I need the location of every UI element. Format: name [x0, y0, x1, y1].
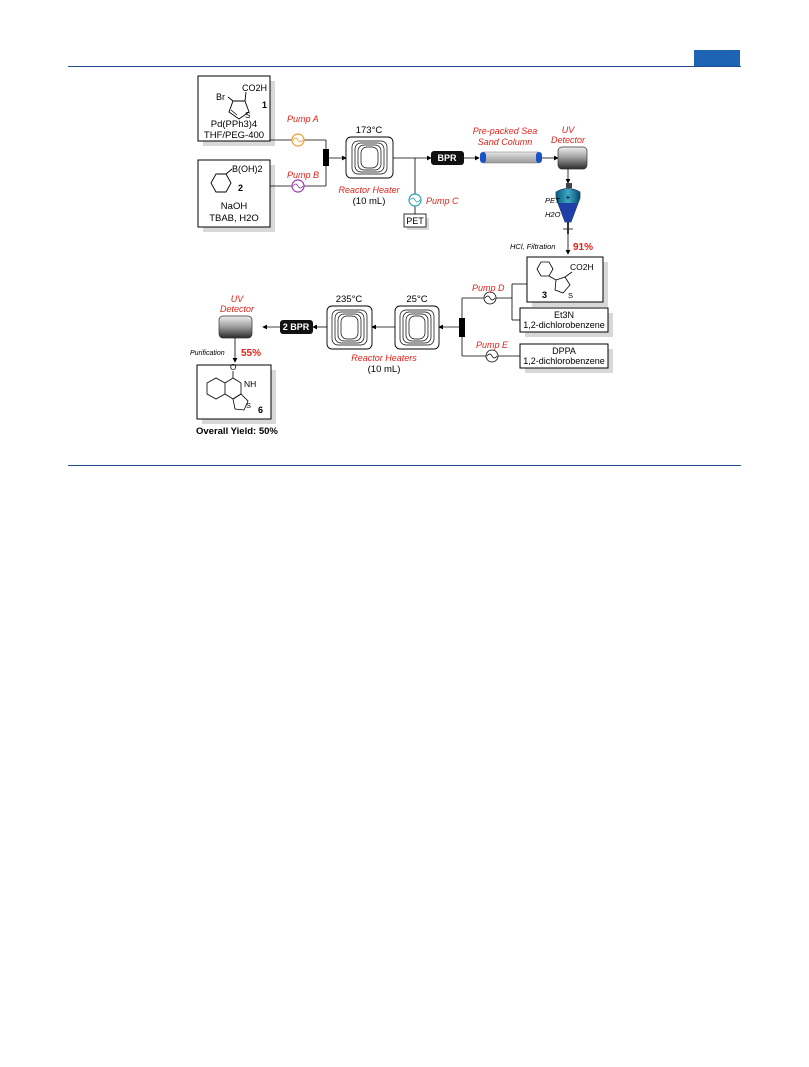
boronic-acid-label: B(OH)2 [232, 164, 263, 174]
pump-e-icon[interactable] [485, 349, 499, 363]
mixer-tee [323, 149, 329, 166]
solvent-4-label: 1,2-dichlorobenzene [523, 320, 605, 330]
reactor-heater-label: Reactor Heater [338, 185, 400, 195]
catalyst-label: Pd(PPh3)4 [211, 119, 257, 130]
compound-6-label: 6 [258, 405, 263, 415]
column-label-line1: Pre-packed Sea [473, 126, 538, 136]
uv-detector-1 [557, 146, 588, 170]
base-label: NaOH [221, 201, 248, 212]
workup-1-label: HCl, Filtration [510, 242, 555, 251]
top-rule [68, 66, 741, 67]
reactor-1-volume: (10 mL) [353, 196, 386, 207]
bromo-label: Br [216, 92, 225, 102]
product-box-6: O NH S 6 [196, 363, 276, 424]
uv-detector-1-line2: Detector [551, 135, 586, 145]
compound-3-label: 3 [542, 290, 547, 300]
carboxylic-acid-label: CO2H [242, 83, 267, 93]
pump-c-label: Pump C [426, 196, 459, 206]
reactor-2-volume: (10 mL) [368, 364, 401, 375]
pump-a-icon[interactable] [291, 133, 305, 147]
bpr-2: 2 BPR [280, 320, 313, 334]
solvent-label: THF/PEG-400 [204, 130, 264, 141]
phenylthiophene-structure-icon [536, 261, 573, 294]
additive-label: TBAB, H2O [209, 213, 259, 224]
yield-1-label: 91% [573, 242, 593, 253]
reagent-box-5: DPPA 1,2-dichlorobenzene [519, 343, 613, 373]
uv-detector-1-line1: UV [562, 125, 575, 135]
pump-d-label: Pump D [472, 283, 505, 293]
funnel-organic-label: PET [545, 196, 561, 205]
dppa-label: DPPA [552, 346, 576, 356]
svg-text:+: + [566, 193, 571, 202]
svg-text:O: O [230, 363, 236, 372]
pump-b-icon[interactable] [291, 179, 305, 193]
sand-column [480, 151, 542, 164]
reactor-coil-235c [326, 305, 373, 350]
thiophene-structure-icon [227, 91, 250, 120]
reactor-25c-temperature: 25°C [406, 294, 427, 305]
svg-text:S: S [246, 401, 251, 410]
pump-b-label: Pump B [287, 170, 319, 180]
solvent-5-label: 1,2-dichlorobenzene [523, 356, 605, 366]
reagent-box-2: B(OH)2 2 NaOH TBAB, H2O [197, 159, 275, 232]
pump-c-icon[interactable] [408, 193, 422, 207]
svg-text:S: S [245, 111, 250, 120]
pet-reservoir-label: PET [406, 216, 424, 226]
product-box-3: CO2H S 3 [526, 256, 608, 307]
uv-detector-2-line1: UV [231, 294, 244, 304]
workup-2-label: Purification [190, 350, 225, 357]
bpr-2-label: 2 BPR [283, 322, 310, 332]
bpr-1: BPR [431, 151, 464, 165]
svg-text:NH: NH [244, 379, 256, 389]
thienoisoquinolinone-structure-icon [206, 371, 249, 411]
reagent-box-1: Br CO2H S 1 Pd(PPh3)4 THF/PEG-400 [197, 75, 275, 146]
pump-a-label: Pump A [287, 114, 319, 124]
pet-reservoir: PET [403, 213, 429, 230]
benzene-ring-icon [210, 168, 233, 193]
reactor-235c-temperature: 235°C [336, 294, 363, 305]
bpr-1-label: BPR [437, 153, 457, 163]
pump-d-icon[interactable] [483, 291, 497, 305]
funnel-aqueous-label: H2O [545, 210, 561, 219]
carboxylic-acid-3-label: CO2H [570, 262, 594, 272]
reactor-coil-25c [394, 305, 440, 350]
column-label-line2: Sand Column [478, 137, 533, 147]
uv-detector-2 [218, 315, 253, 339]
page-accent-tab [694, 50, 740, 66]
uv-detector-2-line2: Detector [220, 304, 255, 314]
pump-e-label: Pump E [476, 340, 509, 350]
compound-2-label: 2 [238, 183, 243, 193]
overall-yield-label: Overall Yield: 50% [196, 426, 278, 437]
reactor-1-temperature: 173°C [356, 125, 383, 136]
reagent-box-4: Et3N 1,2-dichlorobenzene [519, 307, 613, 337]
reactor-coil-1 [345, 136, 394, 179]
svg-text:S: S [568, 291, 573, 300]
triethylamine-label: Et3N [554, 310, 574, 320]
bottom-rule [68, 465, 741, 466]
mixer-tee-2 [459, 318, 465, 337]
compound-1-label: 1 [262, 100, 267, 110]
reactor-heaters-label: Reactor Heaters [351, 353, 417, 363]
separatory-funnel-icon: + [555, 183, 581, 234]
yield-2-label: 55% [241, 348, 261, 359]
